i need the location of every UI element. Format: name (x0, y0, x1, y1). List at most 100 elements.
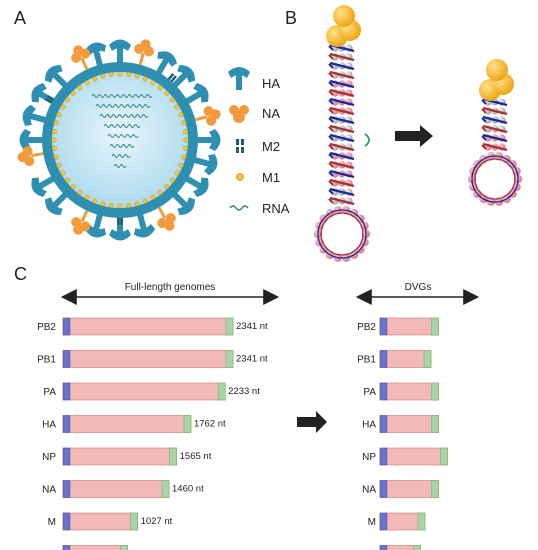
segment-bar-pb2-dvg (379, 317, 439, 336)
segment-length-label: 2341 nt (236, 321, 268, 332)
legend-label-rna: RNA (262, 201, 290, 216)
segment-3-prime-end (423, 350, 432, 368)
legend-label-na: NA (262, 106, 280, 121)
rna-helix-strand (329, 52, 355, 62)
m1-protein (164, 184, 170, 190)
ha-spike (22, 104, 48, 127)
m1-protein (164, 90, 170, 96)
full-length-header: Full-length genomes (125, 282, 216, 293)
segment-bar-pb2 (62, 317, 234, 336)
segment-bar-ha-dvg (379, 415, 439, 433)
segment-3-prime-end (169, 447, 177, 466)
segment-body (379, 545, 421, 550)
rna-helix-strand (329, 160, 355, 170)
ha-spike (171, 191, 195, 215)
segment-3-prime-end (431, 480, 439, 498)
m1-protein (53, 120, 59, 126)
m1-protein (178, 162, 184, 168)
rna-helix-strand (329, 169, 355, 179)
m1-protein (100, 201, 106, 207)
segment-bar-np-dvg (379, 447, 448, 466)
m1-protein (52, 146, 58, 152)
m1-protein (92, 76, 98, 82)
segment-bar-na (62, 480, 170, 498)
rna-helix-strand (329, 151, 355, 161)
dvg-segment-name: PB2 (357, 322, 376, 333)
na-spike (134, 39, 154, 66)
segment-length-label: 890 nt (131, 549, 158, 550)
na-spike (157, 206, 176, 231)
m1-protein (108, 202, 114, 208)
ha-spike (133, 212, 156, 238)
segment-bar-ha (62, 415, 192, 433)
panel-label-c: C (14, 264, 27, 284)
segment-5-prime-end (379, 382, 388, 401)
rna-helix-strand (482, 115, 508, 125)
rna-helix-strand (482, 106, 508, 116)
rna-helix-strand (329, 70, 355, 80)
segment-length-label: 1762 nt (194, 419, 226, 430)
segment-5-prime-end (379, 512, 388, 531)
m1-protein (169, 177, 175, 183)
segment-body (379, 317, 439, 336)
rna-helix-strand (482, 124, 508, 134)
transition-arrow-icon (395, 125, 433, 147)
segment-5-prime-end (379, 480, 388, 498)
virion-interior (52, 72, 188, 208)
rna-helix-strand (329, 97, 355, 107)
segments-transition-arrow-icon (297, 411, 327, 433)
rna-strand (107, 134, 139, 138)
segment-5-prime-end (62, 512, 71, 531)
ha-spike (45, 191, 69, 215)
rna-strand (109, 144, 135, 148)
m1-protein (134, 73, 140, 79)
segment-name: PA (43, 387, 56, 398)
rna-wave-icon (229, 205, 249, 211)
influenza-virion-diagram (17, 39, 221, 241)
segment-5-prime-end (62, 350, 71, 368)
m1-dot-icon (236, 173, 244, 181)
m1-protein (60, 170, 66, 176)
segment-body (62, 545, 128, 550)
segment-5-prime-end (62, 545, 71, 550)
m1-protein (100, 73, 106, 79)
rna-genome-strands (91, 94, 153, 168)
segment-bar-na-dvg (379, 480, 439, 498)
segment-5-prime-end (379, 415, 388, 433)
m1-protein (92, 198, 98, 204)
segment-length-label: 2233 nt (228, 386, 260, 397)
rna-helix-strand (482, 133, 508, 143)
rotation-arrow-icon (364, 133, 370, 147)
m1-protein (142, 76, 148, 82)
segment-body (62, 350, 234, 368)
segment-3-prime-end (431, 415, 439, 433)
m1-protein (51, 137, 57, 143)
m1-protein (142, 198, 148, 204)
segment-3-prime-end (130, 512, 138, 531)
na-spike (71, 45, 91, 70)
ha-spike (155, 51, 178, 76)
segment-name: NP (42, 452, 56, 463)
segment-body (62, 480, 170, 498)
segment-3-prime-end (431, 317, 439, 336)
m1-protein (84, 194, 90, 200)
legend-label-m2: M2 (262, 139, 280, 154)
segment-body (62, 317, 234, 336)
rna-helix-strand (329, 88, 355, 98)
segment-5-prime-end (379, 447, 388, 466)
na-spike (194, 106, 221, 126)
panel-label-b: B (285, 8, 297, 28)
rna-helix-strand (329, 187, 355, 197)
rna-helix-strand (329, 79, 355, 89)
segment-bar-m-dvg (379, 512, 426, 531)
m1-protein (150, 194, 156, 200)
m1-protein (70, 90, 76, 96)
polymerase-subunit (486, 59, 508, 81)
ha-spike (184, 82, 209, 105)
segment-name: PB1 (37, 355, 56, 366)
segment-5-prime-end (62, 382, 71, 401)
rna-strand (103, 124, 141, 128)
rna-helix-strand (482, 142, 508, 152)
